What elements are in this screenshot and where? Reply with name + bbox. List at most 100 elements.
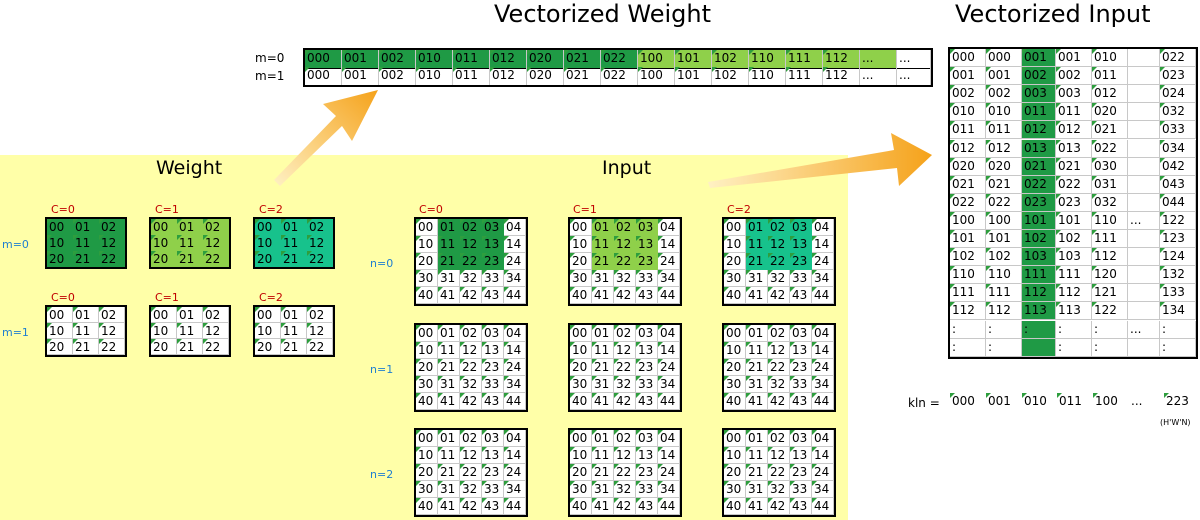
weight-cell: 12 bbox=[307, 235, 333, 251]
input-cell: 13 bbox=[636, 342, 658, 359]
input-cell: 13 bbox=[636, 236, 658, 253]
vectorized-input-cell: 023 bbox=[1160, 67, 1196, 86]
weight-cell: 21 bbox=[73, 251, 99, 267]
input-cell: 34 bbox=[812, 481, 834, 498]
vectorized-input-cell: 022 bbox=[1056, 175, 1092, 194]
input-cell: 40 bbox=[724, 287, 746, 304]
vectorized-input-cell: 030 bbox=[1092, 157, 1128, 176]
weight-cell: 00 bbox=[47, 307, 73, 323]
weight-cell: 22 bbox=[203, 251, 229, 267]
input-cell: 32 bbox=[614, 270, 636, 287]
input-cell: 33 bbox=[790, 376, 812, 393]
input-cell: 02 bbox=[460, 219, 482, 236]
vectorized-weight-cell: 012 bbox=[490, 67, 527, 85]
vectorized-input-cell: : bbox=[1160, 320, 1196, 339]
vectorized-weight-cell: 101 bbox=[675, 50, 712, 68]
vectorized-input-cell bbox=[1128, 175, 1160, 194]
input-cell: 42 bbox=[614, 498, 636, 515]
weight-cell: 02 bbox=[203, 219, 229, 235]
input-cell: 33 bbox=[636, 376, 658, 393]
input-cell: 12 bbox=[614, 342, 636, 359]
input-cell: 41 bbox=[592, 287, 614, 304]
vectorized-input-cell: 031 bbox=[1092, 175, 1128, 194]
input-cell: 40 bbox=[570, 498, 592, 515]
input-cell: 34 bbox=[504, 270, 526, 287]
weight-cell: 12 bbox=[203, 323, 229, 339]
weight-cell: 11 bbox=[281, 235, 307, 251]
input-cell: 32 bbox=[614, 481, 636, 498]
input-cell: 41 bbox=[746, 393, 768, 410]
input-cell: 21 bbox=[438, 464, 460, 481]
input-cell: 02 bbox=[614, 430, 636, 447]
input-cell: 41 bbox=[592, 393, 614, 410]
input-cell: 00 bbox=[570, 430, 592, 447]
input-cell: 13 bbox=[636, 447, 658, 464]
weight-cell: 11 bbox=[281, 323, 307, 339]
weight-channel-label: C=2 bbox=[259, 291, 283, 304]
input-channel-label: C=2 bbox=[727, 203, 751, 216]
input-cell: 44 bbox=[504, 287, 526, 304]
vectorized-weight-cell: 112 bbox=[823, 67, 860, 85]
input-cell: 10 bbox=[724, 447, 746, 464]
input-cell: 31 bbox=[438, 481, 460, 498]
input-cell: 02 bbox=[460, 430, 482, 447]
input-cell: 01 bbox=[592, 430, 614, 447]
input-cell: 31 bbox=[592, 270, 614, 287]
vectorized-input-cell: 021 bbox=[986, 175, 1022, 194]
vectorized-input-cell: 133 bbox=[1160, 284, 1196, 303]
input-cell: 11 bbox=[438, 342, 460, 359]
input-cell: 12 bbox=[768, 236, 790, 253]
vectorized-input-cell: 102 bbox=[986, 248, 1022, 267]
input-cell: 33 bbox=[636, 481, 658, 498]
weight-cell: 22 bbox=[307, 339, 333, 355]
vectorized-input-cell: 003 bbox=[1022, 85, 1056, 104]
vectorized-input-cell: 100 bbox=[950, 211, 986, 230]
weight-cell: 12 bbox=[307, 323, 333, 339]
input-cell: 22 bbox=[614, 359, 636, 376]
vectorized-input-cell: 001 bbox=[1056, 49, 1092, 68]
input-cell: 22 bbox=[460, 253, 482, 270]
input-cell: 31 bbox=[746, 481, 768, 498]
vectorized-input-cell bbox=[1128, 230, 1160, 249]
input-cell: 24 bbox=[658, 359, 680, 376]
vectorized-input-cell: 002 bbox=[1022, 67, 1056, 86]
input-cell: 32 bbox=[768, 481, 790, 498]
vectorized-input-cell: 012 bbox=[1092, 85, 1128, 104]
vectorized-weight-cell: 011 bbox=[453, 67, 490, 85]
input-cell: 44 bbox=[812, 287, 834, 304]
weight-cell: 21 bbox=[177, 339, 203, 355]
input-cell: 23 bbox=[636, 464, 658, 481]
input-cell: 34 bbox=[812, 270, 834, 287]
weight-cell: 10 bbox=[151, 323, 177, 339]
vectorized-input-cell: 112 bbox=[950, 302, 986, 321]
input-cell: 03 bbox=[482, 325, 504, 342]
input-cell: 31 bbox=[438, 376, 460, 393]
weight-cell: 20 bbox=[255, 251, 281, 267]
vectorized-input-cell: 112 bbox=[1056, 284, 1092, 303]
input-cell: 44 bbox=[812, 498, 834, 515]
input-cell: 44 bbox=[658, 287, 680, 304]
input-cell: 11 bbox=[592, 447, 614, 464]
input-cell: 12 bbox=[614, 236, 636, 253]
vectorized-input-cell: : bbox=[986, 320, 1022, 339]
vectorized-input-cell: 023 bbox=[1056, 193, 1092, 212]
input-cell: 40 bbox=[570, 287, 592, 304]
vectorized-input-cell bbox=[1128, 139, 1160, 158]
input-cell: 12 bbox=[768, 342, 790, 359]
vectorized-input-cell: 043 bbox=[1160, 175, 1196, 194]
vectorized-input-cell: 103 bbox=[1056, 248, 1092, 267]
vectorized-weight-cell: 101 bbox=[675, 67, 712, 85]
input-cell: 02 bbox=[614, 219, 636, 236]
vectorized-input-cell: 010 bbox=[1092, 49, 1128, 68]
input-cell: 10 bbox=[416, 342, 438, 359]
vectorized-input-cell: 000 bbox=[986, 49, 1022, 68]
vectorized-input-cell: 111 bbox=[950, 284, 986, 303]
input-cell: 44 bbox=[658, 498, 680, 515]
input-cell: 30 bbox=[724, 376, 746, 393]
weight-cell: 12 bbox=[99, 323, 125, 339]
input-cell: 40 bbox=[416, 287, 438, 304]
input-channel-label: C=1 bbox=[573, 203, 597, 216]
input-cell: 42 bbox=[768, 498, 790, 515]
